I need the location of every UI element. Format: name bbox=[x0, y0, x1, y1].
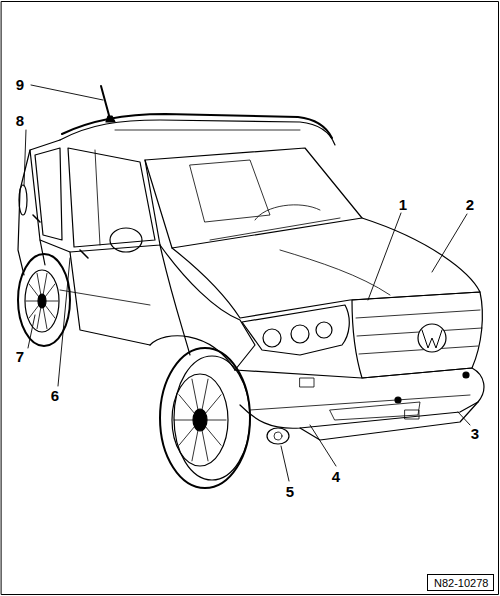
front-bumper bbox=[235, 368, 484, 428]
callout-number: 5 bbox=[286, 484, 294, 499]
leader-line bbox=[368, 213, 401, 300]
leader-line bbox=[432, 214, 467, 272]
spoke bbox=[29, 284, 42, 301]
spoke bbox=[200, 420, 226, 421]
spoke bbox=[29, 301, 42, 318]
spoke bbox=[179, 420, 200, 445]
callout-number: 6 bbox=[51, 388, 59, 403]
leader-line bbox=[31, 85, 103, 100]
lower-bumper bbox=[300, 402, 478, 440]
front-door-window bbox=[68, 148, 155, 247]
fog-light bbox=[267, 428, 289, 444]
spoke bbox=[42, 301, 55, 318]
headlight-lens bbox=[291, 325, 309, 343]
callout-number: 4 bbox=[332, 469, 340, 484]
leader-line bbox=[28, 315, 35, 348]
window-pillar bbox=[95, 150, 100, 245]
park-sensor bbox=[395, 397, 401, 403]
drawing-number: N82-10278 bbox=[434, 578, 487, 589]
windshield bbox=[145, 148, 362, 248]
lower-intake bbox=[330, 402, 420, 420]
vw-logo-mark bbox=[422, 330, 442, 348]
leader-line bbox=[58, 258, 70, 386]
spoke bbox=[200, 420, 221, 445]
roof-rail-inner bbox=[115, 130, 300, 131]
rear-light bbox=[19, 185, 27, 215]
washer-cover bbox=[300, 378, 314, 387]
mirror bbox=[110, 228, 142, 252]
door-crease bbox=[60, 290, 150, 305]
front-fender bbox=[160, 245, 255, 370]
callout-number: 3 bbox=[471, 426, 479, 441]
antenna bbox=[101, 86, 110, 119]
rear-rim bbox=[25, 270, 59, 332]
headlight bbox=[242, 305, 349, 355]
spoke bbox=[26, 301, 42, 302]
spoke bbox=[37, 273, 42, 301]
dashboard bbox=[255, 205, 320, 220]
callout-number: 8 bbox=[16, 113, 24, 128]
spoke bbox=[179, 395, 200, 420]
roof-outline bbox=[60, 120, 335, 145]
dash-edge bbox=[210, 218, 340, 240]
antenna-base bbox=[106, 116, 115, 122]
headlight-lens bbox=[263, 329, 281, 347]
tow-cover bbox=[405, 410, 419, 419]
spoke bbox=[174, 420, 200, 421]
spoke bbox=[192, 420, 200, 461]
spoke bbox=[200, 395, 221, 420]
leader-lines bbox=[24, 85, 470, 481]
drawing-number-box: N82-10278 bbox=[427, 574, 494, 591]
callout-number: 1 bbox=[399, 197, 407, 212]
roof-rail bbox=[62, 114, 332, 138]
spoke bbox=[42, 301, 58, 302]
callout-number: 7 bbox=[16, 349, 24, 364]
leader-line bbox=[24, 130, 26, 186]
spoke bbox=[192, 379, 200, 420]
spoke bbox=[42, 284, 55, 301]
hood-crease bbox=[280, 250, 390, 295]
seat bbox=[190, 160, 270, 222]
rear-tire bbox=[18, 254, 70, 346]
front-tire bbox=[160, 348, 250, 488]
headlight-lens bbox=[316, 322, 332, 338]
fog-light-lens bbox=[274, 432, 282, 440]
callout-number: 2 bbox=[466, 197, 474, 212]
rim-spokes bbox=[26, 273, 58, 328]
spoke bbox=[37, 301, 42, 329]
rim-spokes bbox=[174, 379, 226, 461]
spoke bbox=[200, 379, 208, 420]
bumper-crease bbox=[250, 395, 470, 410]
callout-number: 9 bbox=[16, 77, 24, 92]
leader-line bbox=[458, 412, 470, 425]
front-rim bbox=[172, 374, 228, 466]
leader-line bbox=[310, 425, 336, 466]
leader-line bbox=[281, 446, 289, 481]
door-handles bbox=[33, 215, 88, 258]
spoke bbox=[42, 301, 47, 329]
spoke bbox=[200, 420, 208, 461]
grille bbox=[352, 292, 482, 378]
grille-bars bbox=[356, 310, 482, 354]
vw-logo bbox=[418, 324, 446, 352]
park-sensor bbox=[463, 372, 469, 378]
hood bbox=[172, 218, 480, 318]
spoke bbox=[42, 273, 47, 301]
rear-window bbox=[35, 148, 62, 240]
